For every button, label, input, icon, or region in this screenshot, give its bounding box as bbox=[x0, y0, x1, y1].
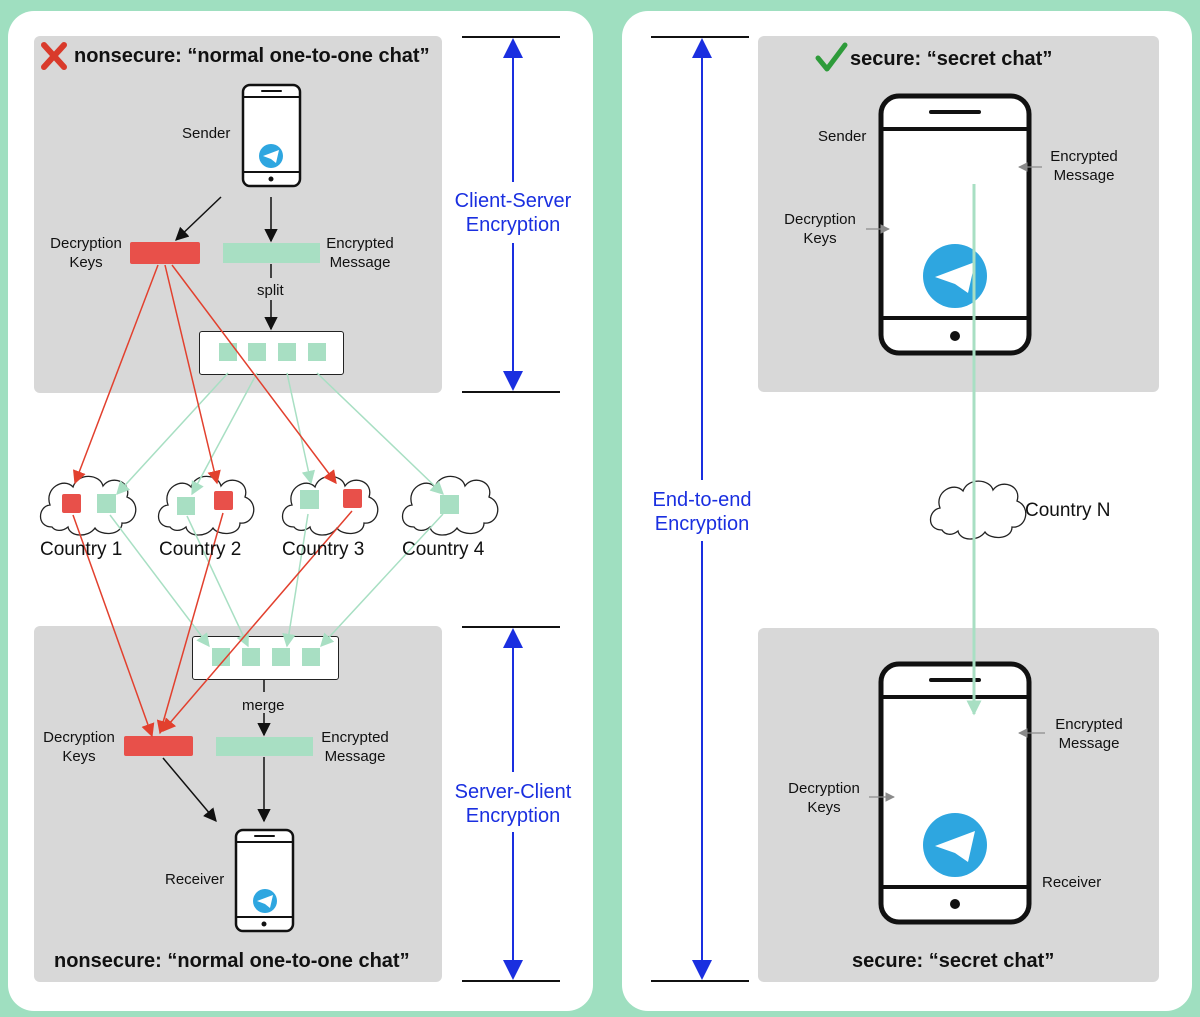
cloud-icon bbox=[157, 475, 255, 536]
sender-label: Sender bbox=[182, 125, 231, 142]
sender-phone-icon bbox=[241, 83, 302, 188]
secure-sender-phone-icon bbox=[878, 93, 1032, 356]
merged-part-4 bbox=[302, 648, 320, 666]
encrypted-message-label: Encrypted Message bbox=[326, 235, 394, 271]
nonsecure-title-top: nonsecure: “normal one-to-one chat” bbox=[74, 45, 430, 67]
secure-receiver-label: Receiver bbox=[1042, 874, 1102, 891]
message-part-4 bbox=[308, 343, 326, 361]
telegram-logo-icon bbox=[253, 889, 277, 913]
country3-key-part bbox=[343, 489, 362, 508]
country-label-2: Country 2 bbox=[159, 539, 242, 560]
split-label: split bbox=[257, 282, 284, 299]
secure-title-bottom: secure: “secret chat” bbox=[852, 950, 1055, 972]
telegram-logo-icon bbox=[259, 144, 283, 168]
cross-mark-icon bbox=[41, 42, 67, 70]
secure-receiver-phone-icon bbox=[878, 661, 1032, 925]
secure-receiver-encrypted-message-label: Encrypted Message bbox=[1055, 716, 1123, 752]
receiver-phone-icon bbox=[234, 828, 295, 933]
receiver-decryption-keys-label: Decryption Keys bbox=[43, 729, 115, 765]
cloud-icon bbox=[39, 475, 137, 536]
country-label-3: Country 3 bbox=[282, 539, 365, 560]
merged-part-2 bbox=[242, 648, 260, 666]
country2-key-part bbox=[214, 491, 233, 510]
country-n-label: Country N bbox=[1025, 500, 1111, 521]
country-label-1: Country 1 bbox=[40, 539, 123, 560]
telegram-logo-icon bbox=[923, 244, 987, 308]
message-part-2 bbox=[248, 343, 266, 361]
client-server-encryption-label: Client-Server Encryption bbox=[454, 190, 572, 236]
receiver-label: Receiver bbox=[165, 871, 225, 888]
message-part-3 bbox=[278, 343, 296, 361]
secure-decryption-keys-label: Decryption Keys bbox=[784, 211, 856, 247]
cloud-icon bbox=[929, 480, 1027, 540]
encrypted-message-block bbox=[223, 243, 320, 263]
country-label-4: Country 4 bbox=[402, 539, 485, 560]
country1-message-part bbox=[97, 494, 116, 513]
nonsecure-title-bottom: nonsecure: “normal one-to-one chat” bbox=[54, 950, 410, 972]
check-mark-icon bbox=[815, 42, 848, 72]
merged-part-1 bbox=[212, 648, 230, 666]
country1-key-part bbox=[62, 494, 81, 513]
decryption-keys-block bbox=[130, 242, 200, 264]
secure-title-top: secure: “secret chat” bbox=[850, 48, 1053, 70]
receiver-encrypted-message-label: Encrypted Message bbox=[321, 729, 389, 765]
country3-message-part bbox=[300, 490, 319, 509]
merge-label: merge bbox=[242, 697, 285, 714]
decryption-keys-label: Decryption Keys bbox=[50, 235, 122, 271]
secure-encrypted-message-label: Encrypted Message bbox=[1050, 148, 1118, 184]
telegram-logo-icon bbox=[923, 813, 987, 877]
end-to-end-encryption-label: End-to-end Encryption bbox=[652, 489, 752, 535]
country2-message-part bbox=[177, 497, 195, 515]
secure-receiver-decryption-keys-label: Decryption Keys bbox=[788, 780, 860, 816]
country4-message-part bbox=[440, 495, 459, 514]
server-client-encryption-label: Server-Client Encryption bbox=[454, 781, 572, 827]
cloud-icon bbox=[281, 475, 379, 536]
message-part-1 bbox=[219, 343, 237, 361]
merged-part-3 bbox=[272, 648, 290, 666]
receiver-decryption-keys-block bbox=[124, 736, 193, 756]
receiver-encrypted-message-block bbox=[216, 737, 313, 756]
secure-sender-label: Sender bbox=[818, 128, 867, 145]
